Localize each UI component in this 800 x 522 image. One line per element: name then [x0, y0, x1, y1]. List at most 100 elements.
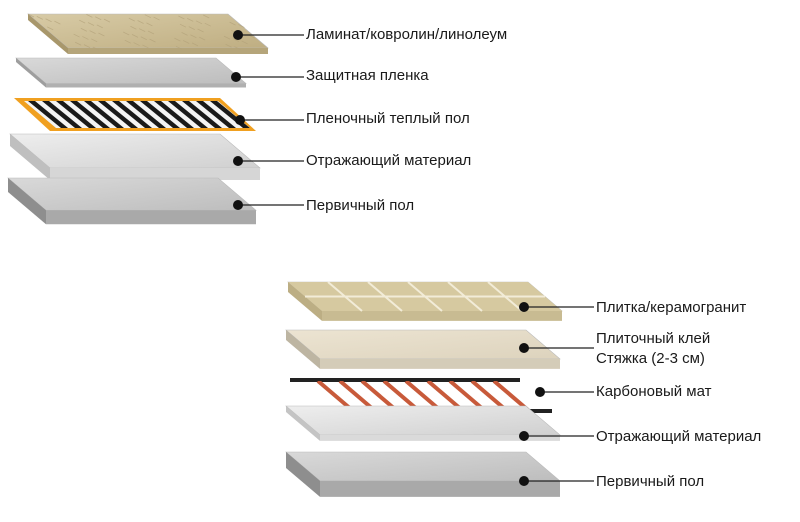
- carbon-rod: [338, 381, 376, 410]
- film-stripe: [182, 101, 222, 128]
- layer-tile-side: [288, 282, 322, 321]
- layer-protective-film-side: [16, 58, 46, 88]
- layer-subfloor-top: [7, 177, 257, 225]
- laminate-texture-mark: [147, 30, 155, 35]
- laminate-texture-mark: [130, 25, 137, 30]
- label-subfloor-top: Первичный пол: [306, 197, 415, 214]
- label-tile: Плитка/керамогранит: [596, 299, 747, 316]
- laminate-texture-mark: [47, 26, 54, 31]
- laminate-texture-mark: [191, 42, 199, 47]
- label-reflective-bottom: Отражающий материал: [596, 428, 762, 445]
- laminate-texture-mark: [54, 20, 61, 25]
- laminate-texture-mark: [92, 46, 99, 51]
- laminate-texture-mark: [124, 39, 131, 44]
- laminate-texture-mark: [144, 14, 151, 19]
- layer-reflective-top-top: [9, 133, 261, 169]
- layer-laminate-front: [68, 48, 268, 54]
- dot-subfloor-top: [233, 200, 243, 210]
- laminate-texture-mark: [128, 17, 135, 22]
- label-subfloor-bottom: Первичный пол: [596, 473, 705, 490]
- film-stripe: [84, 101, 124, 128]
- layer-laminate-side: [28, 14, 68, 54]
- laminate-texture-mark: [75, 41, 82, 46]
- laminate-texture-mark: [142, 44, 149, 49]
- laminate-texture-mark: [175, 45, 183, 50]
- laminate-texture-mark: [229, 21, 236, 26]
- laminate-texture-mark: [98, 32, 105, 37]
- laminate-texture-mark: [195, 20, 203, 25]
- layer-reflective-top-front: [50, 168, 260, 180]
- laminate-texture-mark: [73, 33, 80, 38]
- layer-tile-adhesive: [285, 329, 561, 369]
- dot-carbon-mat: [535, 387, 545, 397]
- layer-protective-film-front: [46, 83, 246, 88]
- carbon-rods: [304, 381, 540, 410]
- laminate-texture-mark: [181, 32, 188, 36]
- laminate-texture-mark: [187, 18, 194, 22]
- laminate-texture-mark: [223, 35, 231, 40]
- layer-subfloor-top-front: [46, 210, 256, 225]
- laminate-texture-mark: [179, 23, 187, 28]
- carbon-rod: [448, 381, 486, 410]
- laminate-texture-mark: [149, 38, 156, 43]
- laminate-texture-mark: [89, 30, 96, 35]
- layer-tile-front: [322, 310, 562, 321]
- laminate-texture-mark: [153, 16, 160, 21]
- label-laminate: Ламинат/ковролин/линолеум: [306, 26, 508, 43]
- laminate-texture-mark: [199, 36, 206, 41]
- layer-tile-adhesive-side: [286, 330, 320, 369]
- laminate-texture-mark: [188, 26, 195, 30]
- laminate-texture-mark: [232, 38, 239, 42]
- laminate-texture-mark: [86, 13, 93, 18]
- film-stripe: [126, 101, 166, 128]
- layer-reflective-top: [9, 133, 261, 180]
- film-stripe: [28, 101, 68, 128]
- film-stripe: [98, 101, 138, 128]
- layer-subfloor-bottom: [285, 451, 561, 497]
- layer-protective-film-top: [15, 57, 247, 84]
- carbon-rod: [316, 381, 354, 410]
- layer-reflective-bottom-side: [286, 406, 320, 441]
- laminate-texture-mark: [178, 15, 185, 20]
- laminate-texture-mark: [139, 28, 146, 32]
- laminate-texture-mark: [238, 24, 245, 28]
- laminate-texture-mark: [204, 22, 211, 27]
- laminate-texture-mark: [103, 18, 111, 23]
- laminate-texture-mark: [241, 40, 248, 45]
- film-stripe: [196, 101, 236, 128]
- carbon-rod: [382, 381, 420, 410]
- layer-subfloor-top-top: [7, 177, 257, 211]
- film-stripe: [140, 101, 180, 128]
- carbon-rod: [470, 381, 508, 410]
- laminate-texture-mark: [83, 44, 91, 48]
- laminate-texture-mark: [27, 13, 35, 18]
- laminate-texture-mark: [91, 38, 98, 43]
- film-stripe: [42, 101, 82, 128]
- carbon-rod: [426, 381, 464, 410]
- dot-laminate: [233, 30, 243, 40]
- dot-reflective-top: [233, 156, 243, 166]
- laminate-texture-mark: [140, 36, 147, 41]
- layer-subfloor-bottom-front: [320, 480, 560, 497]
- laminate-texture-mark: [203, 14, 210, 19]
- film-stripe: [154, 101, 194, 128]
- laminate-texture-mark: [36, 16, 43, 20]
- laminate-texture-mark: [133, 42, 140, 46]
- layer-tile-adhesive-top: [285, 329, 561, 360]
- film-stripe: [112, 101, 152, 128]
- carbon-rod: [492, 381, 530, 410]
- dot-reflective-bottom: [519, 431, 529, 441]
- layer-reflective-top-side: [10, 134, 50, 180]
- laminate-texture-mark: [190, 34, 197, 39]
- label-film-heating: Пленочный теплый пол: [306, 110, 470, 127]
- layer-tile: [287, 281, 563, 321]
- film-stripe: [168, 101, 208, 128]
- laminate-texture-mark: [96, 24, 103, 29]
- laminate-texture-mark: [87, 22, 95, 26]
- dot-tile: [519, 302, 529, 312]
- dot-film-heating: [235, 115, 245, 125]
- laminate-texture-mark: [183, 40, 190, 44]
- carbon-rod: [360, 381, 398, 410]
